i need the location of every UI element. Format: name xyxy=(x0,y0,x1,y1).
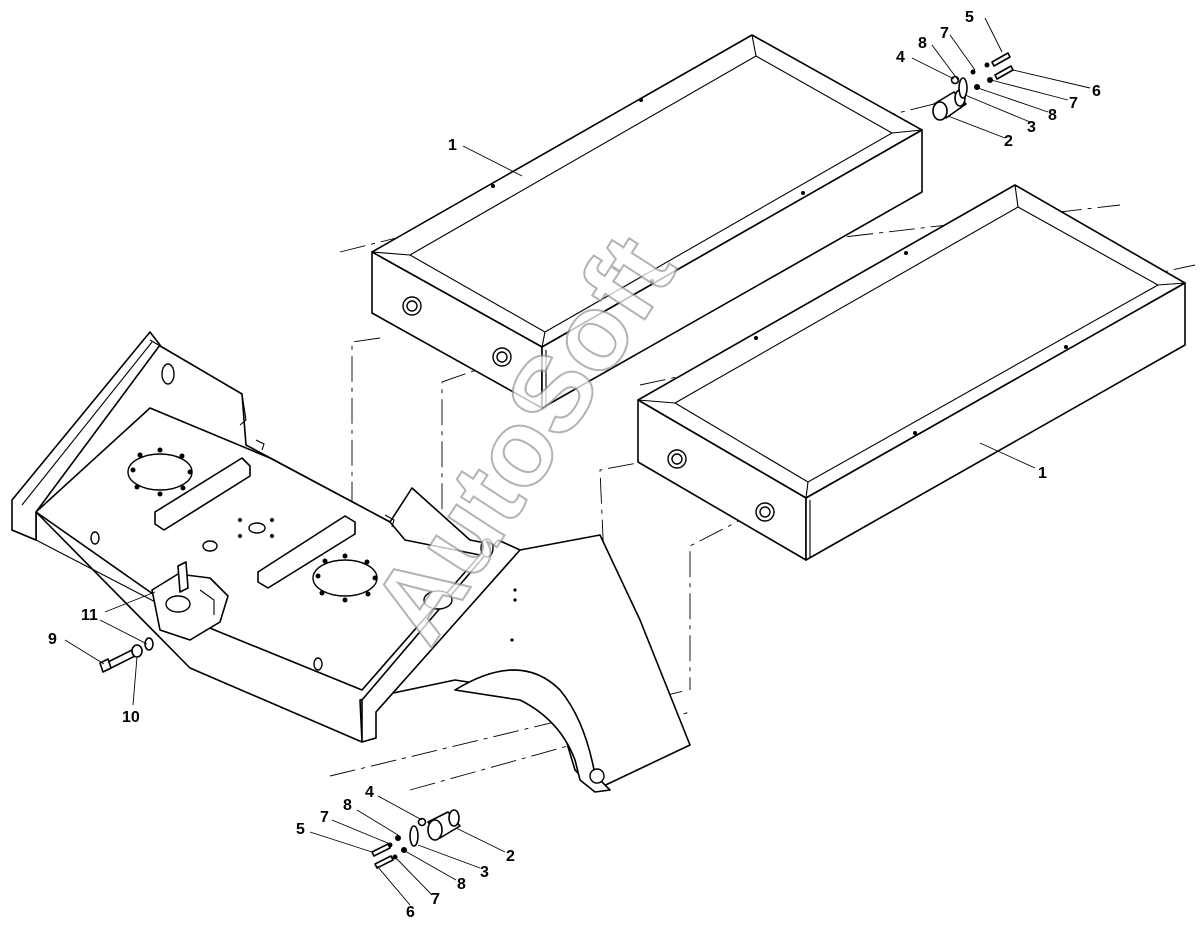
callout-top-lock-b: 7 xyxy=(1069,95,1078,112)
frame-crossbar-left xyxy=(154,457,251,531)
top-bolt-a xyxy=(991,52,1011,67)
callout-top-washer-a: 8 xyxy=(918,35,927,52)
top-plate xyxy=(958,77,968,99)
callout-top-lock-a: 7 xyxy=(940,25,949,42)
bottom-fitting-group xyxy=(371,809,461,869)
callouts: 1 1 5 7 8 4 6 7 8 3 2 11 9 10 4 8 7 5 2 … xyxy=(48,9,1101,921)
callout-bottom-nut: 4 xyxy=(365,784,374,801)
callout-top-nut: 4 xyxy=(896,49,905,66)
bottom-bolt-b xyxy=(374,855,394,869)
callout-bottom-cap: 2 xyxy=(506,848,515,865)
callout-bottom-washer-b: 8 xyxy=(457,876,466,893)
callout-top-washer-b: 8 xyxy=(1048,107,1057,124)
tank-top-side xyxy=(541,129,923,409)
frame-right-plate xyxy=(361,539,521,743)
callout-bottom-plate: 3 xyxy=(480,864,489,881)
callout-tank-top: 1 xyxy=(448,137,457,154)
callout-mount-bolt: 9 xyxy=(48,631,57,648)
bottom-plate xyxy=(409,825,419,847)
callout-top-bolt-b: 6 xyxy=(1092,83,1101,100)
callout-top-plate: 3 xyxy=(1027,119,1036,136)
callout-bottom-lock-b: 7 xyxy=(431,891,440,908)
callout-bottom-bolt-b: 6 xyxy=(406,904,415,921)
callout-bottom-bolt-a: 5 xyxy=(296,821,305,838)
leader-lines xyxy=(64,17,1091,906)
fuel-tank-top xyxy=(371,34,923,409)
mount-washer xyxy=(144,637,154,651)
mount-nut xyxy=(131,644,143,658)
callout-mount-bracket: 11 xyxy=(81,607,98,624)
callout-top-cap: 2 xyxy=(1004,133,1013,150)
mount-bracket xyxy=(151,561,229,641)
callout-tank-right: 1 xyxy=(1038,465,1047,482)
callout-mount-washer: 10 xyxy=(122,709,140,726)
bottom-nut xyxy=(417,817,427,827)
bottom-bolt-a xyxy=(371,843,391,857)
fuel-tank-right xyxy=(637,184,1186,561)
callout-bottom-lock-a: 7 xyxy=(320,809,329,826)
mount-hardware xyxy=(99,637,154,673)
tank-right-side xyxy=(805,282,1186,561)
frame-crossbar-right xyxy=(257,515,356,589)
frame-weldment xyxy=(11,331,691,793)
top-bolt-b xyxy=(994,65,1014,80)
callout-bottom-washer-a: 8 xyxy=(343,797,352,814)
callout-top-bolt-a: 5 xyxy=(965,9,974,26)
